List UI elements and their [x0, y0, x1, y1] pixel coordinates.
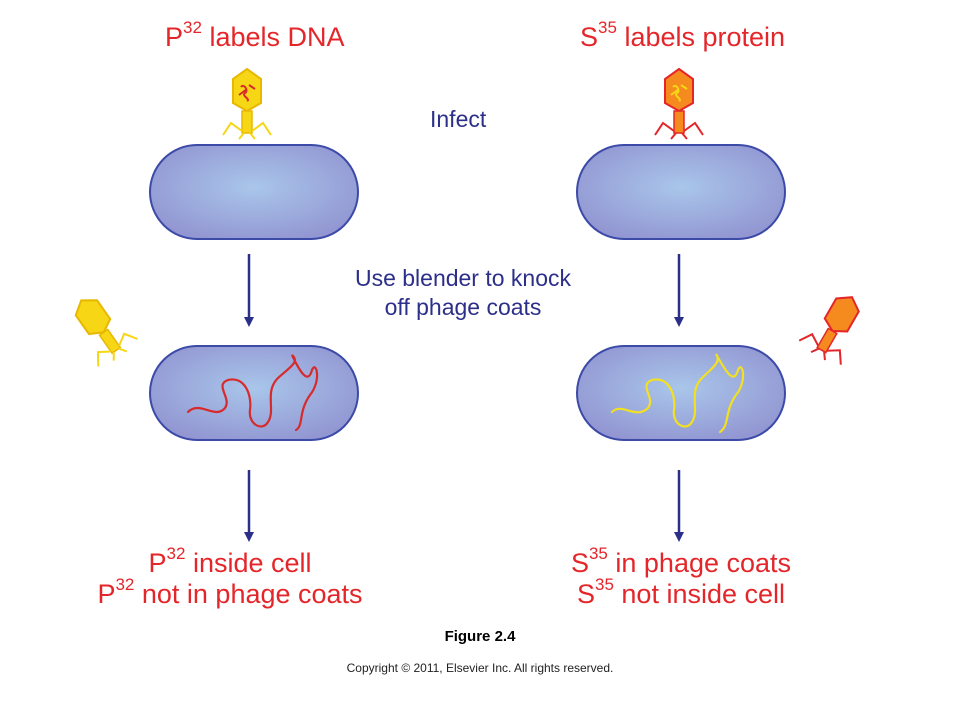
phage-orange-attached-icon — [654, 67, 704, 140]
blender-label-line1: Use blender to knock — [354, 265, 572, 291]
s35-superscript: 35 — [594, 575, 614, 594]
p32-superscript: 32 — [183, 18, 202, 37]
blender-label-line2: off phage coats — [384, 294, 542, 320]
left-top-label: P32 labels DNA — [165, 19, 345, 53]
right-bottom-line2: S35 not inside cell — [560, 576, 802, 610]
p32-symbol: P — [148, 548, 167, 578]
right-bottom-line2-text: not inside cell — [613, 579, 786, 609]
right-dna-strand — [610, 353, 745, 434]
right-top-label-text: labels protein — [616, 22, 786, 52]
left-top-label-text: labels DNA — [201, 22, 345, 52]
phage-yellow-coat-icon — [74, 299, 138, 367]
left-bottom-line1: P32 inside cell — [96, 545, 364, 579]
s35-symbol: S — [580, 22, 599, 52]
right-top-cell — [576, 144, 786, 240]
p32-superscript: 32 — [115, 575, 135, 594]
p32-superscript: 32 — [166, 544, 186, 563]
phage-yellow-attached-icon — [222, 67, 272, 140]
figure-caption: Figure 2.4 — [444, 628, 516, 645]
right-bottom-line1-text: in phage coats — [607, 548, 792, 578]
left-dna-strand — [186, 354, 319, 432]
p32-symbol: P — [97, 579, 116, 609]
left-bottom-line2-text: not in phage coats — [134, 579, 363, 609]
left-middle-cell — [149, 345, 359, 441]
right-middle-cell — [576, 345, 786, 441]
right-top-label: S35 labels protein — [580, 19, 786, 53]
phage-orange-coat-icon — [798, 296, 860, 365]
p32-symbol: P — [165, 22, 184, 52]
left-bottom-line1-text: inside cell — [185, 548, 312, 578]
left-bottom-line2: P32 not in phage coats — [96, 576, 364, 610]
right-bottom-line1: S35 in phage coats — [560, 545, 802, 579]
left-bottom-label: P32 inside cell P32 not in phage coats — [96, 545, 364, 610]
blender-label: Use blender to knock off phage coats — [338, 264, 588, 322]
left-top-cell — [149, 144, 359, 240]
s35-superscript: 35 — [598, 18, 617, 37]
copyright-notice: Copyright © 2011, Elsevier Inc. All righ… — [346, 661, 614, 675]
s35-symbol: S — [570, 548, 589, 578]
infect-label: Infect — [430, 106, 487, 132]
s35-superscript: 35 — [588, 544, 608, 563]
right-bottom-label: S35 in phage coats S35 not inside cell — [560, 545, 802, 610]
s35-symbol: S — [576, 579, 595, 609]
